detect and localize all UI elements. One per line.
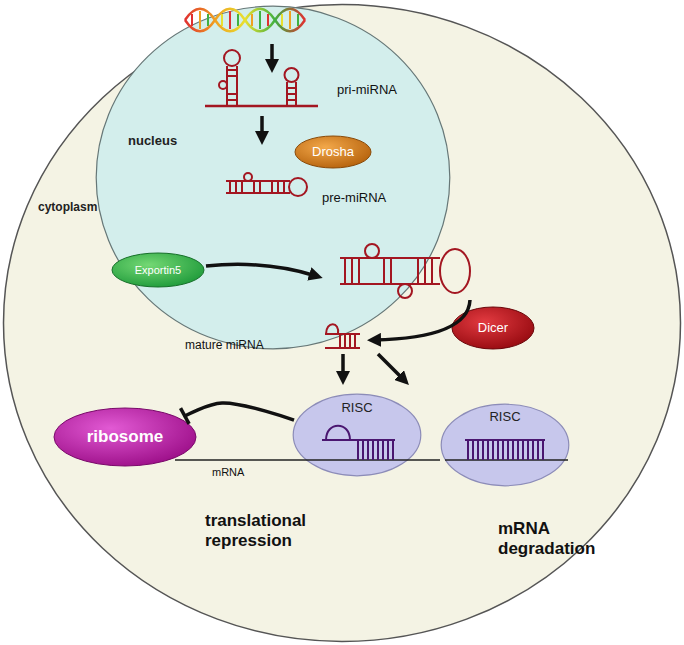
bulge-loop — [326, 324, 338, 334]
mrna-strand — [175, 459, 440, 461]
base-pair — [289, 11, 291, 29]
bound-mirna-partial — [322, 426, 395, 460]
mrna-strand — [445, 459, 568, 461]
bound-mirna-perfect — [465, 440, 545, 460]
node-shape — [96, 6, 450, 349]
risc-complex: RISC — [440, 403, 570, 487]
target-mrna — [175, 460, 568, 461]
base-pair — [251, 14, 253, 26]
drosha-enzyme: Drosha — [294, 135, 372, 169]
ribosome: ribosome — [53, 407, 197, 467]
mature-mirna-duplex — [325, 324, 360, 348]
base-pairs — [358, 440, 393, 460]
process-arrow — [341, 354, 345, 378]
cytoplasm-region: cytoplasmnucleusDroshaExportin5DicerRISC… — [2, 3, 682, 643]
base-pair — [191, 14, 193, 26]
base-pair — [221, 14, 223, 26]
base-pair — [297, 14, 299, 26]
node-label: RISC — [440, 410, 570, 425]
hairpin-loop — [440, 249, 470, 293]
hairpin-loop — [289, 178, 307, 196]
mirna-strand — [322, 439, 395, 441]
pre-mirna-structure — [226, 173, 307, 196]
process-arrow — [374, 300, 470, 340]
node-shape — [452, 307, 534, 349]
node-label: cytoplasm — [38, 201, 97, 215]
exportin-protein: Exportin5 — [111, 252, 205, 288]
dna-rungs — [192, 11, 298, 29]
process-arrow — [206, 264, 316, 276]
base-pair — [229, 11, 231, 29]
dicer-enzyme: Dicer — [451, 306, 535, 350]
mirna-strand — [465, 439, 545, 441]
cytoplasmic-pre-mirna — [340, 244, 470, 298]
base-pairs — [345, 258, 432, 284]
rna-strand — [205, 105, 318, 108]
nucleus-region: nucleusDrosha — [95, 5, 451, 350]
process-arrows — [206, 44, 470, 380]
node-label: Drosha — [294, 145, 372, 160]
process-arrow — [270, 44, 274, 66]
inhibition-connector — [185, 403, 294, 420]
bulge-loop — [365, 244, 379, 258]
node-shape — [4, 5, 681, 642]
hairpin-loop — [224, 50, 240, 66]
node-label: RISC — [292, 401, 422, 416]
hairpin-stem — [226, 181, 290, 193]
bulge-loop — [398, 284, 412, 298]
node-shape — [54, 408, 196, 466]
base-pairs — [468, 440, 543, 460]
hairpin-stem — [227, 66, 237, 106]
node-shape — [112, 253, 204, 287]
node-label: Exportin5 — [111, 264, 205, 277]
base-pair — [207, 14, 209, 26]
node-shape — [295, 136, 371, 168]
base-pairs — [287, 88, 296, 100]
base-pairs — [340, 334, 355, 348]
base-pair — [237, 14, 239, 26]
base-pair — [267, 14, 269, 26]
process-arrow — [378, 354, 404, 380]
dna-helix — [185, 9, 305, 32]
bulge-loop — [244, 173, 252, 181]
bulge-loop — [219, 81, 227, 89]
node-label: ribosome — [53, 427, 197, 447]
bulge-loop — [326, 426, 350, 440]
duplex-strand — [325, 334, 360, 348]
hairpin-loop — [285, 68, 299, 82]
hairpin-stem — [340, 258, 440, 284]
base-pairs — [227, 70, 237, 100]
node-label: Dicer — [451, 321, 535, 336]
process-arrow — [260, 116, 264, 138]
pri-mirna-structure — [205, 50, 318, 106]
dna-strand — [185, 9, 305, 32]
base-pair — [281, 14, 283, 26]
dna-strand — [185, 9, 305, 32]
node-outline — [95, 5, 451, 350]
node-label: nucleus — [128, 134, 177, 149]
base-pairs — [230, 181, 284, 193]
hairpin-stem — [287, 82, 296, 106]
base-pair — [259, 11, 261, 29]
base-pair — [199, 11, 201, 29]
risc-complex: RISC — [292, 393, 422, 477]
